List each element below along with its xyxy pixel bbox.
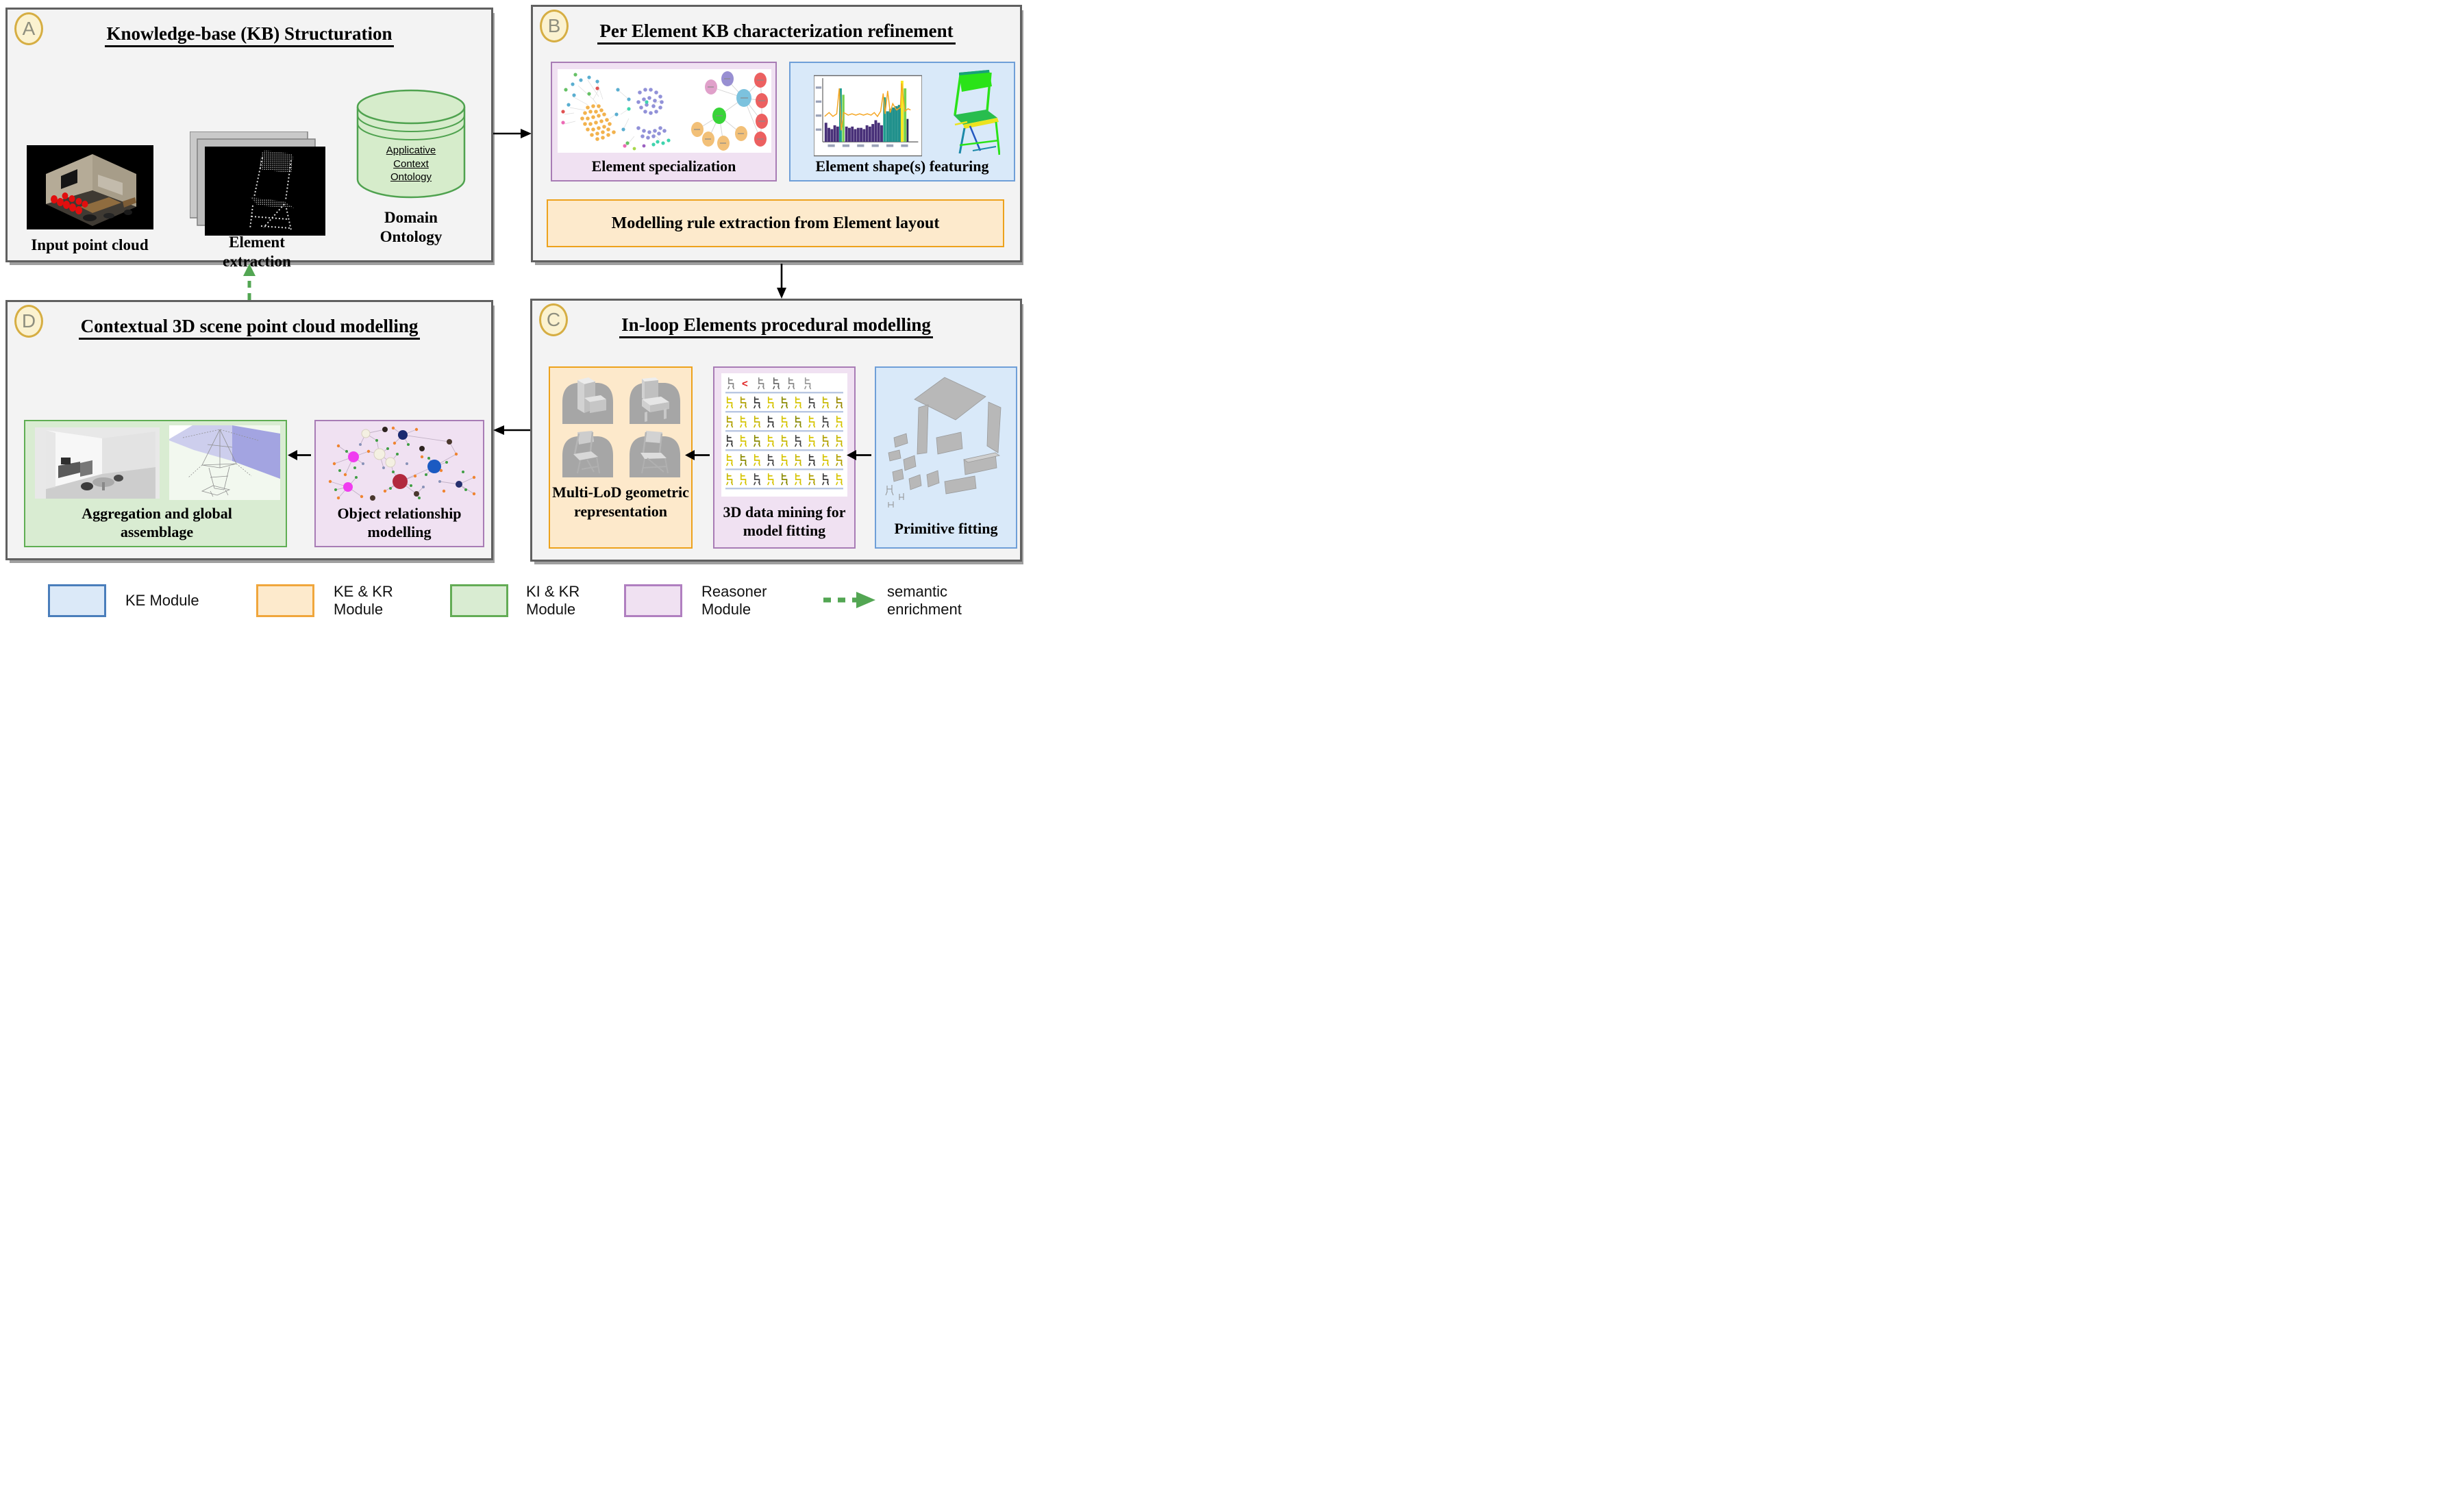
element-specialization-caption: Element specialization bbox=[591, 158, 736, 175]
reasoner-module-label: Reasoner Module bbox=[701, 583, 767, 618]
applicative-context-ontology-label: Applicative Context Ontology bbox=[386, 145, 436, 183]
relationship-to-aggregation-arrow bbox=[288, 449, 311, 462]
a-to-b-arrow bbox=[493, 127, 532, 140]
object-relationship-box: Object relationship modelling bbox=[314, 420, 484, 547]
ontology-graph-image bbox=[558, 69, 771, 153]
featured-chair-image bbox=[943, 68, 1000, 160]
element-specialization-box: Element specialization bbox=[551, 62, 777, 182]
multi-lod-caption: Multi-LoD geometric representation bbox=[552, 484, 689, 520]
domain-ontology-caption: Domain Ontology bbox=[379, 209, 443, 246]
shape-histogram-image bbox=[814, 73, 922, 159]
wireframe-room-image bbox=[169, 425, 280, 500]
badge-c: C bbox=[539, 303, 568, 336]
ke-module-swatch bbox=[48, 584, 106, 617]
ke-kr-module-label: KE & KR Module bbox=[334, 583, 393, 618]
modelling-rule-bar: Modelling rule extraction from Element l… bbox=[547, 199, 1004, 247]
element-extraction-caption: Element extraction bbox=[223, 234, 291, 271]
panel-kb-structuration: A Knowledge-base (KB) Structuration bbox=[5, 8, 493, 270]
modelling-rule-label: Modelling rule extraction from Element l… bbox=[611, 214, 940, 232]
mining-comparison-symbol: < bbox=[742, 378, 748, 390]
data-mining-chairs-image: < bbox=[721, 373, 847, 497]
c-to-d-arrow bbox=[493, 424, 530, 436]
data-mining-caption: 3D data mining for model fitting bbox=[723, 503, 846, 539]
object-relationship-caption: Object relationship modelling bbox=[337, 505, 462, 540]
database-cylinder-icon bbox=[353, 86, 469, 204]
multi-lod-models-image bbox=[554, 372, 687, 480]
relationship-graph-image bbox=[319, 424, 482, 502]
primitive-fitting-box: Primitive fitting bbox=[875, 366, 1017, 549]
ki-kr-module-swatch bbox=[450, 584, 508, 617]
multi-lod-box: Multi-LoD geometric representation bbox=[549, 366, 693, 549]
element-shapes-featuring-caption: Element shape(s) featuring bbox=[815, 158, 989, 175]
primitive-fitting-caption: Primitive fitting bbox=[894, 520, 998, 537]
semantic-enrichment-arrow bbox=[241, 264, 258, 300]
primitive-to-mining-arrow bbox=[847, 449, 871, 462]
element-extraction-image bbox=[190, 132, 325, 236]
mining-to-multilod-arrow bbox=[685, 449, 710, 462]
badge-b: B bbox=[540, 10, 569, 42]
semantic-enrichment-label: semantic enrichment bbox=[887, 583, 962, 618]
data-mining-box: < 3D data mining for mod bbox=[713, 366, 856, 549]
reasoner-module-swatch bbox=[624, 584, 682, 617]
b-to-c-arrow bbox=[775, 264, 788, 299]
pipeline-diagram: A Knowledge-base (KB) Structuration bbox=[0, 0, 1028, 625]
panel-d-title: Contextual 3D scene point cloud modellin… bbox=[8, 316, 491, 340]
ki-kr-module-label: KI & KR Module bbox=[526, 583, 580, 618]
input-point-cloud-image bbox=[27, 145, 153, 229]
panel-kb-refinement: B Per Element KB characterization refine… bbox=[531, 5, 1022, 262]
primitive-planes-image bbox=[879, 372, 1016, 514]
aggregation-box: Aggregation and global assemblage bbox=[24, 420, 287, 547]
badge-d: D bbox=[14, 305, 43, 338]
aggregation-caption: Aggregation and global assemblage bbox=[82, 505, 232, 540]
panel-b-title: Per Element KB characterization refineme… bbox=[533, 21, 1020, 45]
ke-kr-module-swatch bbox=[256, 584, 314, 617]
assembled-room-image bbox=[35, 427, 160, 499]
panel-a-title: Knowledge-base (KB) Structuration bbox=[8, 23, 491, 47]
semantic-enrichment-legend-icon bbox=[822, 590, 877, 610]
panel-c-title: In-loop Elements procedural modelling bbox=[532, 314, 1020, 338]
panel-procedural-modelling: C In-loop Elements procedural modelling bbox=[530, 299, 1022, 562]
ke-module-label: KE Module bbox=[125, 592, 199, 609]
input-point-cloud-caption: Input point cloud bbox=[31, 236, 149, 253]
element-shapes-featuring-box: Element shape(s) featuring bbox=[789, 62, 1015, 182]
panel-scene-modelling: D Contextual 3D scene point cloud modell… bbox=[5, 300, 493, 560]
badge-a: A bbox=[14, 12, 43, 45]
